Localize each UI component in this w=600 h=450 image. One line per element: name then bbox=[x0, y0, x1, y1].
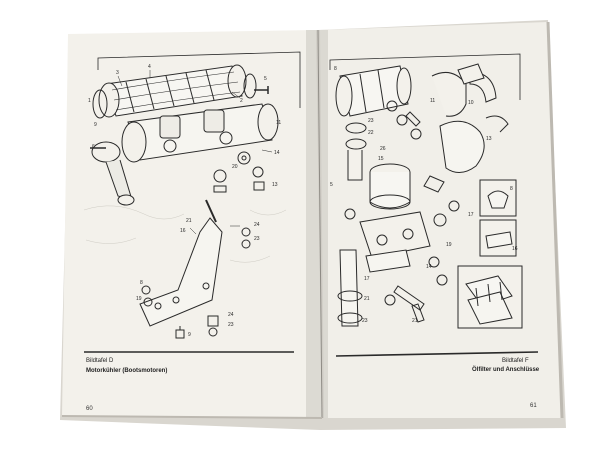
small-parts bbox=[90, 86, 269, 339]
svg-text:21: 21 bbox=[412, 318, 418, 324]
svg-text:23: 23 bbox=[228, 322, 234, 328]
svg-text:19: 19 bbox=[136, 296, 142, 302]
svg-text:11: 11 bbox=[276, 120, 281, 126]
part-callouts bbox=[117, 70, 273, 235]
svg-text:1: 1 bbox=[88, 98, 91, 104]
svg-text:11: 11 bbox=[430, 98, 435, 104]
svg-text:13: 13 bbox=[486, 136, 492, 142]
svg-text:26: 26 bbox=[380, 146, 386, 152]
gutter-shadow bbox=[306, 30, 328, 418]
right-caption-rule bbox=[335, 351, 539, 357]
oil-filter bbox=[369, 163, 411, 210]
svg-text:22: 22 bbox=[368, 130, 374, 136]
svg-text:24: 24 bbox=[254, 222, 260, 228]
right-page-title: Ölfilter und Anschlüsse bbox=[472, 367, 540, 373]
svg-text:2: 2 bbox=[240, 98, 243, 104]
svg-text:17: 17 bbox=[468, 212, 474, 218]
right-part-callouts: 8 23 22 26 5 15 11 10 13 17 19 14 17 21 23 21 8 16 bbox=[330, 66, 518, 324]
svg-text:9: 9 bbox=[188, 332, 191, 338]
svg-text:14: 14 bbox=[426, 264, 432, 270]
svg-text:10: 10 bbox=[468, 100, 474, 106]
svg-text:19: 19 bbox=[446, 242, 452, 248]
hose-clamps bbox=[345, 122, 367, 181]
svg-text:5: 5 bbox=[264, 76, 267, 82]
svg-text:21: 21 bbox=[364, 296, 370, 302]
svg-text:13: 13 bbox=[272, 182, 278, 188]
mounting-bracket bbox=[139, 217, 223, 327]
fittings bbox=[344, 100, 460, 323]
svg-text:23: 23 bbox=[368, 118, 374, 124]
svg-text:23: 23 bbox=[362, 318, 368, 324]
show-through-texture bbox=[83, 205, 287, 263]
left-exploded-diagram: 3 4 9 5 11 14 13 20 21 16 24 23 8 19 24 23 9 6 1 2 bbox=[83, 51, 301, 339]
cooler-housing bbox=[121, 103, 279, 163]
svg-text:4: 4 bbox=[148, 64, 151, 70]
return-hose bbox=[339, 249, 359, 327]
svg-text:14: 14 bbox=[274, 150, 280, 156]
end-cover bbox=[91, 141, 135, 206]
oil-cooler-body bbox=[335, 65, 412, 117]
svg-text:20: 20 bbox=[232, 164, 238, 170]
svg-text:8: 8 bbox=[334, 66, 337, 72]
svg-text:24: 24 bbox=[228, 312, 234, 318]
right-section-label: Bildtafel F bbox=[502, 358, 529, 364]
filter-head bbox=[359, 211, 431, 273]
left-page-title: Motorkühler (Bootsmotoren) bbox=[86, 368, 168, 374]
oil-lines bbox=[431, 63, 509, 173]
svg-text:17: 17 bbox=[364, 276, 370, 282]
detail-insets bbox=[457, 179, 523, 329]
svg-text:16: 16 bbox=[512, 246, 518, 252]
svg-text:3: 3 bbox=[116, 70, 119, 76]
cooler-tube-bundle bbox=[98, 64, 247, 118]
left-page-number: 60 bbox=[86, 406, 93, 412]
svg-text:9: 9 bbox=[94, 122, 97, 128]
right-page-number: 61 bbox=[530, 403, 537, 409]
left-section-label: Bildtafel D bbox=[86, 358, 114, 364]
svg-text:21: 21 bbox=[186, 218, 192, 224]
svg-text:8: 8 bbox=[140, 280, 143, 286]
svg-text:6: 6 bbox=[92, 144, 95, 150]
svg-text:23: 23 bbox=[254, 236, 260, 242]
svg-text:15: 15 bbox=[378, 156, 384, 162]
right-exploded-diagram: 8 23 22 26 5 15 11 10 13 17 19 14 17 21 23 21 8 16 bbox=[329, 53, 523, 329]
svg-text:5: 5 bbox=[330, 182, 333, 188]
svg-text:8: 8 bbox=[510, 186, 513, 192]
svg-text:16: 16 bbox=[180, 228, 186, 234]
